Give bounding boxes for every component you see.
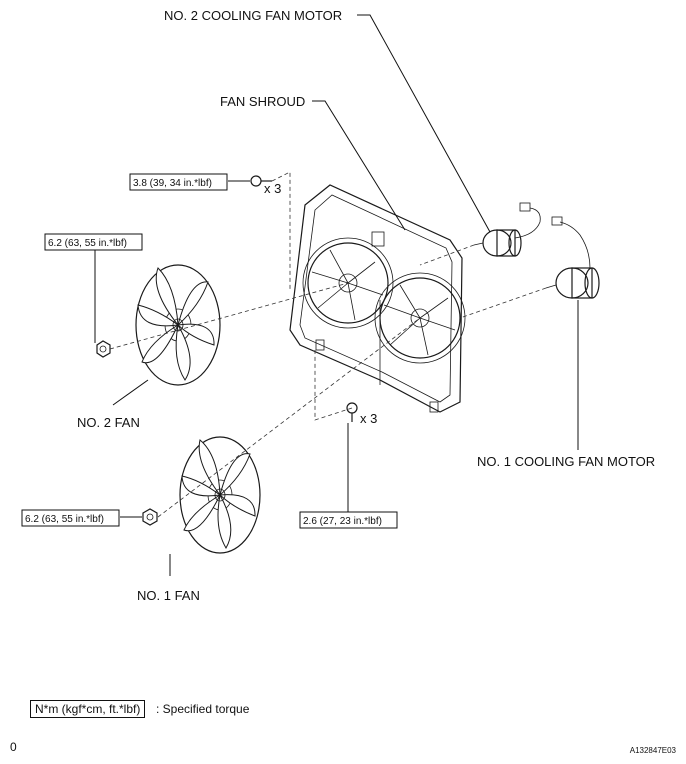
- nut-fan2: [96, 340, 111, 358]
- torque-box-fan1: 6.2 (63, 55 in.*lbf): [21, 509, 120, 527]
- assembly-lines: [109, 171, 547, 518]
- legend-description: : Specified torque: [156, 702, 250, 716]
- no1-cooling-fan-motor: [545, 216, 600, 299]
- corner-mark: 0: [10, 740, 17, 754]
- torque-box-top: 3.8 (39, 34 in.*lbf): [129, 173, 228, 191]
- no2-cooling-fan-motor: [473, 202, 541, 257]
- quantity-bottom: x 3: [360, 411, 377, 426]
- figure-code: A132847E03: [629, 746, 676, 755]
- no2-fan: [135, 264, 221, 386]
- torque-box-bottom: 2.6 (27, 23 in.*lbf): [299, 511, 398, 529]
- fan-shroud: [289, 184, 466, 413]
- torque-bottom-text: 2.6 (27, 23 in.*lbf): [303, 516, 382, 527]
- label-no1-fan: NO. 1 FAN: [137, 588, 200, 603]
- quantity-top: x 3: [264, 181, 281, 196]
- bolt-top: [250, 175, 272, 187]
- label-no2-fan: NO. 2 FAN: [77, 415, 140, 430]
- label-no2-cooling-fan-motor: NO. 2 COOLING FAN MOTOR: [164, 8, 342, 23]
- bolt-bottom: [346, 402, 358, 422]
- no1-fan: [179, 436, 261, 554]
- torque-box-fan2: 6.2 (63, 55 in.*lbf): [44, 233, 143, 251]
- legend-unit-box: N*m (kgf*cm, ft.*lbf): [30, 700, 146, 718]
- torque-fan2-text: 6.2 (63, 55 in.*lbf): [48, 238, 127, 249]
- leader-lines: [94, 14, 579, 576]
- nut-fan1: [142, 508, 158, 526]
- torque-top-text: 3.8 (39, 34 in.*lbf): [133, 178, 212, 189]
- torque-fan1-text: 6.2 (63, 55 in.*lbf): [25, 514, 104, 525]
- label-fan-shroud: FAN SHROUD: [220, 94, 305, 109]
- label-no1-cooling-fan-motor: NO. 1 COOLING FAN MOTOR: [477, 454, 655, 469]
